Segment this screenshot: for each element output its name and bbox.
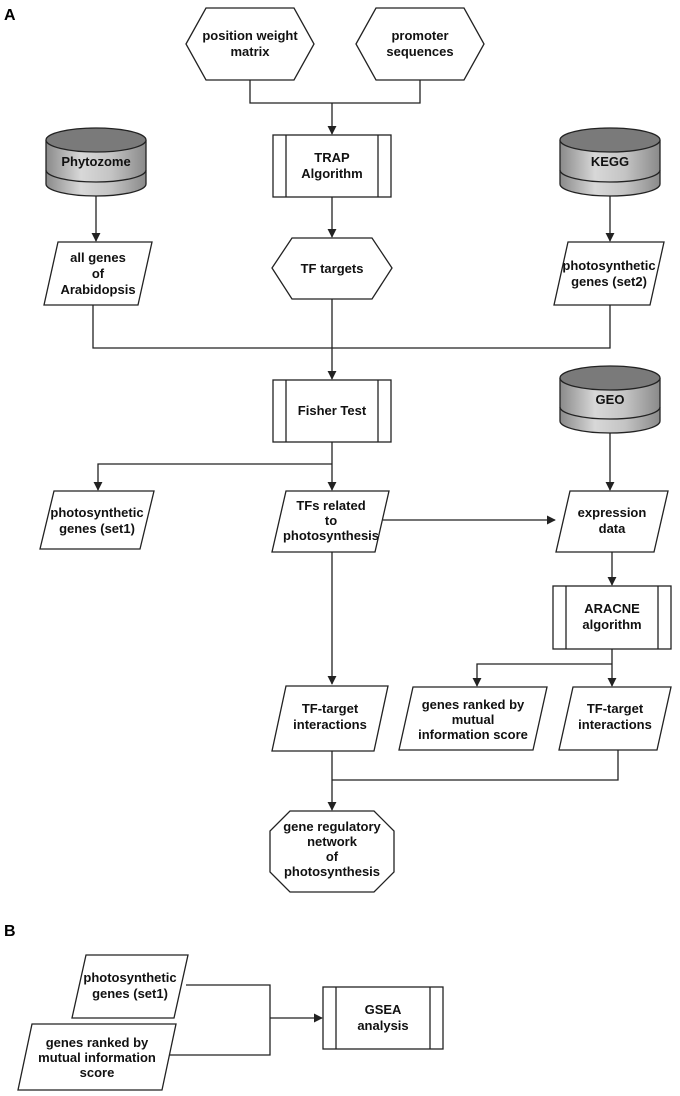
panel-label-b: B bbox=[4, 923, 16, 940]
panel-label-a: A bbox=[4, 7, 16, 24]
node-label: GEO bbox=[596, 392, 625, 407]
edge-aracne-ranked bbox=[472, 663, 612, 687]
edge-fisher-merge bbox=[92, 305, 611, 349]
edges bbox=[91, 80, 619, 1056]
node-label: Fisher Test bbox=[298, 403, 367, 418]
node-fisher-test: Fisher Test bbox=[272, 379, 392, 443]
node-label: TF targets bbox=[301, 261, 364, 276]
edge-fisher-photoset1 bbox=[93, 463, 332, 491]
node-geo-database: GEO bbox=[559, 365, 661, 434]
node-kegg-database: KEGG bbox=[559, 127, 661, 197]
node-phytozome-database: Phytozome bbox=[45, 127, 147, 197]
node-label: Phytozome bbox=[61, 154, 130, 169]
edge-inputs-merge bbox=[249, 80, 421, 104]
edge-tfint-merge bbox=[332, 750, 619, 781]
node-label: KEGG bbox=[591, 154, 629, 169]
edge-b-merge bbox=[162, 984, 271, 1056]
node-tf-targets: TF targets bbox=[271, 237, 393, 300]
